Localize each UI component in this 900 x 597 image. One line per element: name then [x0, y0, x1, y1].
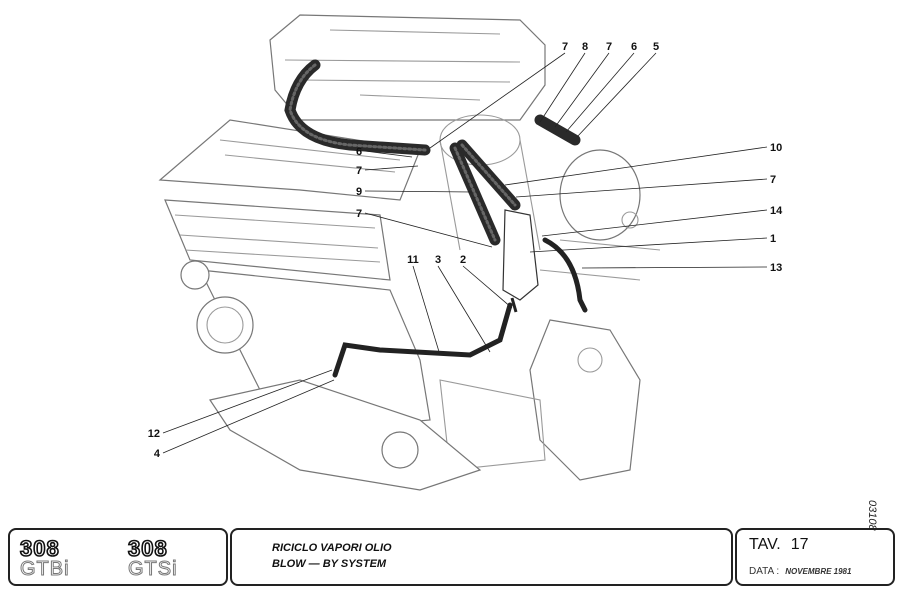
callout-leader-line — [565, 52, 635, 133]
callout-leader-line — [162, 379, 335, 454]
logo-model-1-name: GTBi — [20, 558, 70, 581]
callout-leader-line — [515, 178, 768, 198]
callout-leader-line — [162, 369, 333, 434]
callout-leader-line — [364, 190, 473, 193]
callout-leader-line — [364, 150, 413, 158]
callout-leader-line — [539, 52, 586, 123]
callout-label: 7 — [770, 174, 776, 186]
callout-leader-line — [364, 165, 419, 171]
callout-label: 9 — [356, 186, 362, 198]
date-line: DATA : NOVEMBRE 1981 — [749, 566, 851, 577]
callout-label: 11 — [407, 254, 419, 266]
drawing-number: 03108 — [866, 500, 878, 531]
callout-leader-line — [576, 52, 657, 138]
callout-label: 7 — [562, 41, 568, 53]
callout-leader-line — [429, 52, 566, 149]
callout-leader-line — [581, 266, 768, 269]
callout-leader-line — [364, 212, 493, 248]
blow-by-hoses — [284, 59, 588, 378]
callout-label: 7 — [356, 208, 362, 220]
callout-label: 13 — [770, 262, 782, 274]
callout-label: 5 — [653, 41, 659, 53]
tav-number: 17 — [790, 536, 809, 553]
callout-leader-line — [412, 265, 441, 356]
model-logo-box: 308 GTBi 308 GTSi — [8, 528, 228, 586]
callout-label: 12 — [148, 428, 160, 440]
callout-leader-line — [504, 146, 768, 186]
callout-leader-line — [529, 237, 768, 253]
tav-label: TAV. — [749, 536, 781, 553]
date-label: DATA : — [749, 566, 780, 577]
plate-info-box: TAV. 17 DATA : NOVEMBRE 1981 — [735, 528, 895, 586]
plate-number: TAV. 17 — [749, 536, 809, 554]
callout-label: 4 — [154, 448, 161, 460]
title-english: BLOW — BY SYSTEM — [272, 558, 387, 570]
callout-leader-line — [554, 52, 610, 128]
callout-label: 10 — [770, 142, 782, 154]
callout-label: 3 — [435, 254, 441, 266]
callout-label: 7 — [356, 165, 362, 177]
callout-leader-line — [541, 209, 768, 237]
callout-label: 6 — [356, 146, 362, 158]
callout-label: 14 — [770, 205, 783, 217]
logo-model-2-name: GTSi — [128, 558, 178, 581]
title-box: RICICLO VAPORI OLIO BLOW — BY SYSTEM — [230, 528, 733, 586]
callout-leader-line — [462, 265, 513, 309]
callout-leader-line — [437, 265, 491, 353]
callout-label: 6 — [631, 41, 637, 53]
logo-model-1-number: 308 — [19, 535, 60, 562]
callout-label: 8 — [582, 41, 588, 53]
callout-label: 1 — [770, 233, 776, 245]
logo-model-2-number: 308 — [127, 535, 168, 562]
callout-label: 7 — [606, 41, 612, 53]
engine-illustration — [158, 14, 661, 491]
title-italian: RICICLO VAPORI OLIO — [272, 542, 392, 554]
date-value: NOVEMBRE 1981 — [785, 567, 852, 576]
callout-label: 2 — [460, 254, 466, 266]
